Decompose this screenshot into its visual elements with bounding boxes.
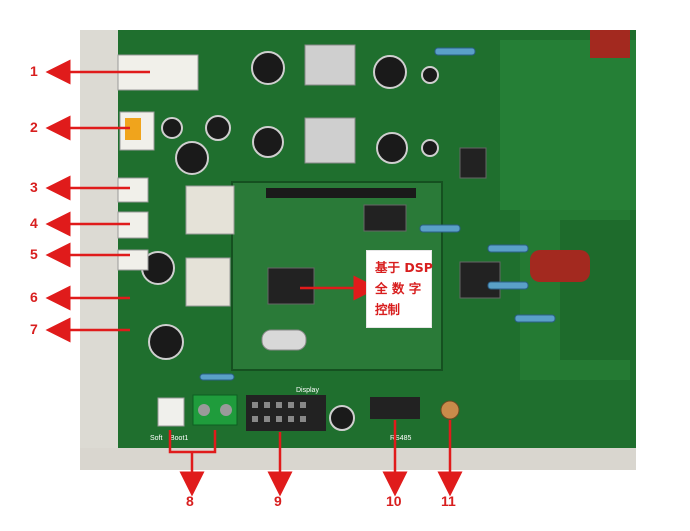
callout-number-9: 9 xyxy=(274,493,282,509)
enclosure-wall xyxy=(80,30,120,470)
callout-number-8: 8 xyxy=(186,493,194,509)
terminal-screw-2 xyxy=(220,404,232,416)
callout-arrows xyxy=(45,59,463,497)
heatsinks xyxy=(304,44,356,164)
resistors xyxy=(199,47,556,381)
board-label-soft: Soft xyxy=(150,435,163,442)
film-capacitor xyxy=(530,250,590,282)
callout-number-10: 10 xyxy=(386,493,402,509)
dsp-annotation-box: 基于 DSP 全 数 字 控制 xyxy=(366,250,433,328)
pcb-grid-area xyxy=(560,220,630,360)
terminal-screw-1 xyxy=(198,404,210,416)
display-connector-pins xyxy=(252,402,306,422)
callout-number-3: 3 xyxy=(30,179,38,195)
soft-boot-connector-white xyxy=(157,397,185,427)
film-capacitor-top xyxy=(590,30,630,58)
transformer xyxy=(185,185,235,235)
electrolytic-capacitors xyxy=(141,51,439,431)
callout-number-1: 1 xyxy=(30,63,38,79)
potentiometer xyxy=(440,400,460,420)
callout-number-4: 4 xyxy=(30,215,38,231)
callout-number-7: 7 xyxy=(30,321,38,337)
connector-orange xyxy=(125,118,141,140)
pin-headers xyxy=(246,188,420,431)
board-label-display: Display xyxy=(296,387,319,394)
callout-number-11: 11 xyxy=(441,493,456,509)
transformer-2 xyxy=(185,257,231,307)
crystal-oscillator xyxy=(261,329,307,351)
callout-number-5: 5 xyxy=(30,246,38,262)
callout-number-6: 6 xyxy=(30,289,38,305)
callout-number-2: 2 xyxy=(30,119,38,135)
enclosure-bottom xyxy=(80,448,636,470)
board-label-boot: Boot1 xyxy=(170,435,188,442)
dsp-annotation-line-1: 基于 DSP xyxy=(375,260,433,275)
board-label-rs485: RS485 xyxy=(390,435,412,442)
ic-chips xyxy=(267,147,501,305)
dsp-annotation-line-2: 全 数 字 xyxy=(375,281,422,296)
dsp-annotation-line-3: 控制 xyxy=(375,302,401,317)
